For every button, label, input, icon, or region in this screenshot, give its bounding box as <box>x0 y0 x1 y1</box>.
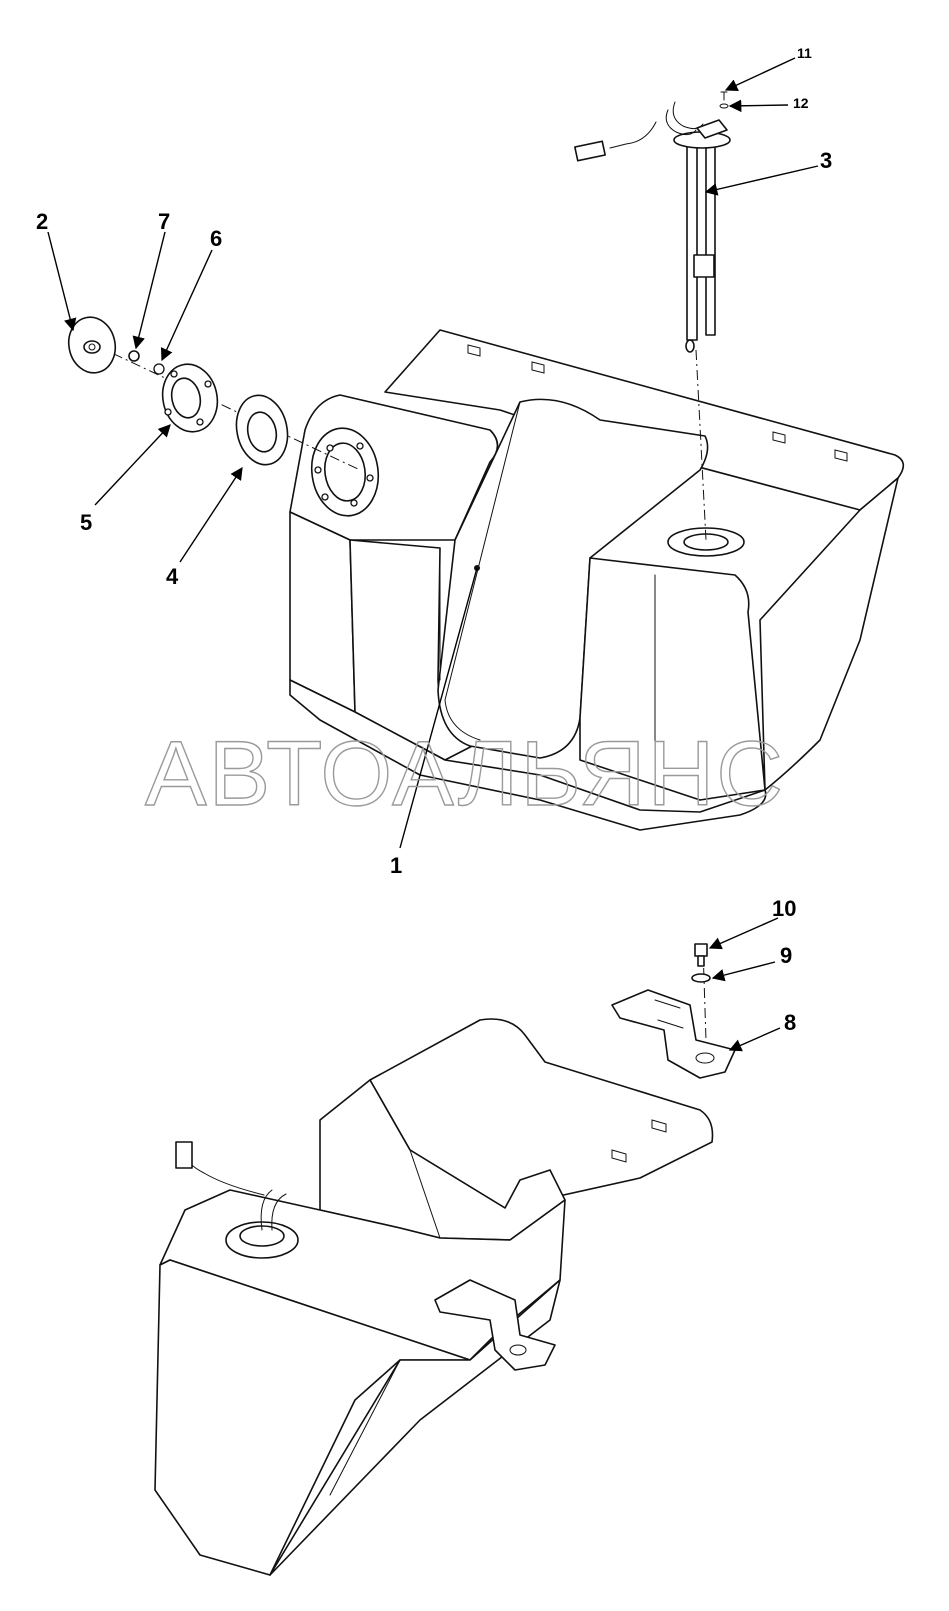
leader-6 <box>160 249 213 362</box>
pin <box>128 350 140 362</box>
bottom-tab <box>611 1149 627 1163</box>
leader-5 <box>94 424 171 506</box>
filler-bolt <box>350 499 358 507</box>
flange-bolt <box>164 408 172 416</box>
callout-11: 11 <box>797 45 812 61</box>
tank-right-block <box>579 557 766 801</box>
bottom-sender-plug <box>175 1141 193 1169</box>
washer-12 <box>719 103 729 109</box>
sender-connector-block <box>696 119 728 139</box>
bracket-bolt-hole <box>695 1052 715 1064</box>
leader-11 <box>724 57 796 91</box>
filler-bolt <box>356 442 364 450</box>
saddle-inner-line <box>444 401 521 741</box>
flange-bolt <box>196 418 204 426</box>
filler-cap-assembly <box>67 316 361 471</box>
fuel-tank-bottom-view <box>154 1018 714 1576</box>
bolt-10 <box>694 943 708 957</box>
leader-lines <box>47 57 819 1052</box>
bottom-tab <box>651 1119 667 1133</box>
wedge-edge <box>329 1359 401 1496</box>
callout-5: 5 <box>80 510 92 535</box>
callout-labels: 2 7 6 5 4 3 11 12 1 10 9 8 <box>36 45 832 1035</box>
leader-7 <box>132 231 166 350</box>
top-tab <box>834 449 848 462</box>
filler-gasket-bore <box>246 411 278 453</box>
callout-3: 3 <box>820 148 832 173</box>
filler-neck-bore <box>170 377 202 419</box>
bottom-tank-front-face <box>154 1259 471 1576</box>
leader-3 <box>704 165 819 196</box>
leader-8 <box>728 1027 781 1052</box>
fuel-cap-center <box>83 340 101 354</box>
washer-9 <box>691 973 711 983</box>
filler-bolt <box>366 474 374 482</box>
callout-10: 10 <box>772 896 796 921</box>
leader-12 <box>728 99 789 113</box>
bolt-10-shank <box>697 955 705 967</box>
flange-bolt <box>170 370 178 378</box>
sender-plug <box>574 140 606 162</box>
callout-1: 1 <box>390 853 402 878</box>
leader-10 <box>708 917 779 950</box>
tank-left-front-face <box>289 511 356 713</box>
mounting-bracket <box>611 989 736 1079</box>
leader-1 <box>399 567 478 849</box>
screw-11 <box>720 91 728 101</box>
bottom-sender-pipe <box>260 1189 287 1231</box>
bracket-assembly <box>611 943 736 1079</box>
sender-wire <box>609 121 657 149</box>
sender-tube-right <box>705 144 716 336</box>
callout-4: 4 <box>166 564 179 589</box>
callout-12: 12 <box>793 95 809 111</box>
fuel-tank-top-view <box>289 329 905 831</box>
bracket-slot <box>654 999 684 1029</box>
leader-2 <box>47 231 77 332</box>
sender-tube-left <box>686 144 698 341</box>
leader-9 <box>711 961 776 982</box>
sender-tube-end <box>685 339 695 353</box>
sender-pipe <box>665 109 697 136</box>
channel-edge <box>319 1079 441 1239</box>
sender-pipe <box>672 101 704 130</box>
top-tab <box>772 431 786 444</box>
sender-axis-centerline <box>695 349 707 541</box>
top-tab <box>531 361 545 374</box>
fuel-cap-hub <box>88 343 96 351</box>
filler-bolt <box>314 466 322 474</box>
leader-4 <box>179 466 243 563</box>
tank-right-side <box>759 477 899 791</box>
washer-6 <box>153 363 165 375</box>
bracket-hole <box>509 1344 527 1356</box>
bottom-sender-wire <box>185 1150 265 1196</box>
callout-8: 8 <box>784 1010 796 1035</box>
filler-bolt <box>321 493 329 501</box>
callout-6: 6 <box>210 226 222 251</box>
filler-axis-centerline <box>94 344 361 471</box>
callout-9: 9 <box>780 943 792 968</box>
sender-float <box>693 254 715 278</box>
bottom-tank-wedge <box>269 1279 561 1576</box>
top-tab <box>467 344 481 357</box>
callout-7: 7 <box>158 209 170 234</box>
fuel-level-sender <box>574 91 731 541</box>
callout-2: 2 <box>36 209 48 234</box>
tank-bottom-edge <box>289 679 767 831</box>
bottom-tank-right-plate <box>369 1018 714 1209</box>
tank-filler-opening-inner <box>323 442 367 502</box>
filler-bolt <box>326 444 334 452</box>
flange-bolt <box>204 380 212 388</box>
watermark: АВТОАЛЬЯНС <box>145 723 785 825</box>
